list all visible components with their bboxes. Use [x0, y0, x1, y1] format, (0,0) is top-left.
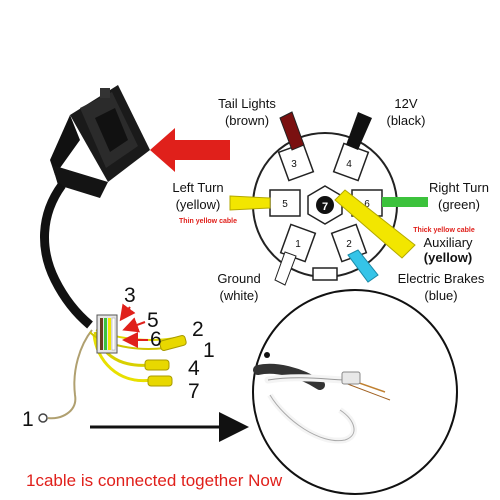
- label-auxiliary-color: (yellow): [424, 250, 472, 265]
- label-ground: Ground: [217, 271, 260, 286]
- label-auxiliary: Auxiliary: [423, 235, 473, 250]
- red-pointer-3: [119, 303, 136, 322]
- pin-number-1: 1: [295, 239, 301, 250]
- pin-number-5: 5: [282, 199, 288, 210]
- pin-number-2: 2: [346, 239, 352, 250]
- wire-yellow-thin: [229, 195, 271, 211]
- flat-4-connector: [96, 314, 118, 354]
- red-pointer-5: [122, 317, 146, 333]
- label-tail-lights: Tail Lights: [218, 96, 276, 111]
- pin-number-7: 7: [322, 201, 328, 213]
- label-thin-yellow: Thin yellow cable: [179, 218, 237, 225]
- label-electric-brakes-color: (blue): [424, 288, 457, 303]
- label-12v: 12V: [394, 96, 417, 111]
- wire-green: [382, 197, 428, 207]
- wire-number-5: 5: [147, 309, 159, 332]
- cable-sheath: [40, 182, 93, 329]
- wire-number-6: 6: [150, 328, 162, 351]
- label-electric-brakes: Electric Brakes: [398, 271, 485, 286]
- label-thick-yellow: Thick yellow cable: [413, 227, 475, 234]
- pin-socket-7: [307, 185, 343, 225]
- butt-connectors: [144, 334, 187, 387]
- wire-number-3: 3: [124, 284, 136, 307]
- caption: 1cable is connected together Now: [26, 471, 283, 490]
- wire-blue: [347, 249, 379, 283]
- label-left-turn: Left Turn: [172, 180, 223, 195]
- connector-face: [252, 132, 398, 281]
- label-12v-color: (black): [386, 113, 425, 128]
- label-ground-color: (white): [219, 288, 258, 303]
- label-tail-lights-color: (brown): [225, 113, 269, 128]
- adapter-plug: [50, 85, 150, 198]
- pin-socket-5: [269, 189, 301, 217]
- wire-white: [274, 251, 297, 286]
- wire-number-1: 1: [203, 339, 215, 362]
- wire-brown: [279, 111, 305, 151]
- red-arrow: [150, 128, 230, 172]
- pin-number-6: 6: [364, 199, 370, 210]
- pin-number-4: 4: [346, 159, 352, 170]
- pin-number-3: 3: [291, 159, 297, 170]
- label-left-turn-color: (yellow): [176, 197, 221, 212]
- label-right-turn-color: (green): [438, 197, 480, 212]
- wire-number-2: 2: [192, 318, 204, 341]
- wire-yellow-thick: [334, 189, 416, 259]
- zoom-inset: [252, 289, 458, 495]
- wire-number-4: 4: [188, 357, 200, 380]
- wire-number-7: 7: [188, 380, 200, 403]
- label-right-turn: Right Turn: [429, 180, 489, 195]
- wire-number-1-bottom: 1: [22, 408, 34, 431]
- wire-black: [346, 112, 372, 150]
